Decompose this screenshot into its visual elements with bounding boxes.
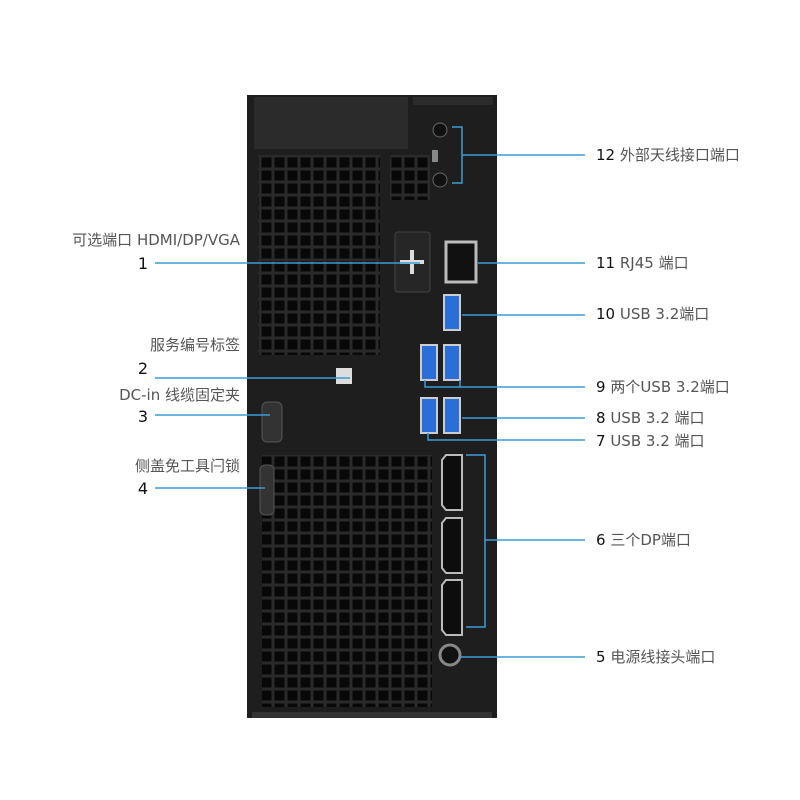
callout-number: 8 xyxy=(596,409,606,427)
upper-vent-grid xyxy=(258,155,380,355)
callout-9: 9 两个USB 3.2端口 xyxy=(596,378,730,396)
callout-label: USB 3.2端口 xyxy=(619,305,710,323)
callout-11: 11 RJ45 端口 xyxy=(596,254,689,272)
power-connector xyxy=(438,643,462,667)
callout-12: 12 外部天线接口端口 xyxy=(596,146,740,164)
leader-6 xyxy=(466,454,585,628)
callout-5: 5 电源线接头端口 xyxy=(596,648,715,666)
callout-10: 10 USB 3.2端口 xyxy=(596,305,709,323)
usb-ports xyxy=(420,294,461,434)
rj45-port xyxy=(444,240,478,284)
callout-1-number: 1 xyxy=(137,254,148,273)
callout-number: 10 xyxy=(596,305,616,323)
callout-number: 12 xyxy=(596,146,616,164)
callout-number: 9 xyxy=(596,378,606,396)
callout-4-label: 侧盖免工具闩锁 xyxy=(134,457,240,475)
callout-label: 电源线接头端口 xyxy=(610,648,716,666)
service-tag-label xyxy=(336,368,352,384)
callout-1-label: 可选端口 HDMI/DP/VGA xyxy=(72,231,240,249)
callout-label: 外部天线接口端口 xyxy=(619,146,740,164)
callout-number: 5 xyxy=(596,648,606,666)
callout-label: USB 3.2 端口 xyxy=(610,432,705,450)
callout-8: 8 USB 3.2 端口 xyxy=(596,409,705,427)
upper-vent-grid-small xyxy=(390,155,430,200)
optional-video-port xyxy=(394,231,431,293)
leader-9 xyxy=(424,380,585,388)
callout-2-number: 2 xyxy=(137,359,148,378)
leader-12 xyxy=(452,126,585,184)
antenna-ports xyxy=(432,122,448,188)
callout-2-label: 服务编号标签 xyxy=(149,336,240,354)
lower-vent-grid xyxy=(262,455,432,707)
callout-7: 7 USB 3.2 端口 xyxy=(596,432,705,450)
callout-6: 6 三个DP端口 xyxy=(596,531,691,549)
callout-number: 11 xyxy=(596,254,616,272)
callout-label: USB 3.2 端口 xyxy=(610,409,705,427)
callout-label: 两个USB 3.2端口 xyxy=(610,378,730,396)
callout-label: 三个DP端口 xyxy=(610,531,691,549)
callout-number: 6 xyxy=(596,531,606,549)
callout-number: 7 xyxy=(596,432,606,450)
leader-7 xyxy=(427,433,585,441)
leader-lines xyxy=(155,126,585,658)
cable-clip xyxy=(261,401,283,443)
callout-3-number: 3 xyxy=(137,407,148,426)
callout-4-number: 4 xyxy=(137,479,148,498)
callout-3-label: DC-in 线缆固定夹 xyxy=(119,386,240,404)
callout-label: RJ45 端口 xyxy=(619,254,689,272)
side-cover-latch xyxy=(259,464,275,516)
dp-ports xyxy=(441,454,463,636)
